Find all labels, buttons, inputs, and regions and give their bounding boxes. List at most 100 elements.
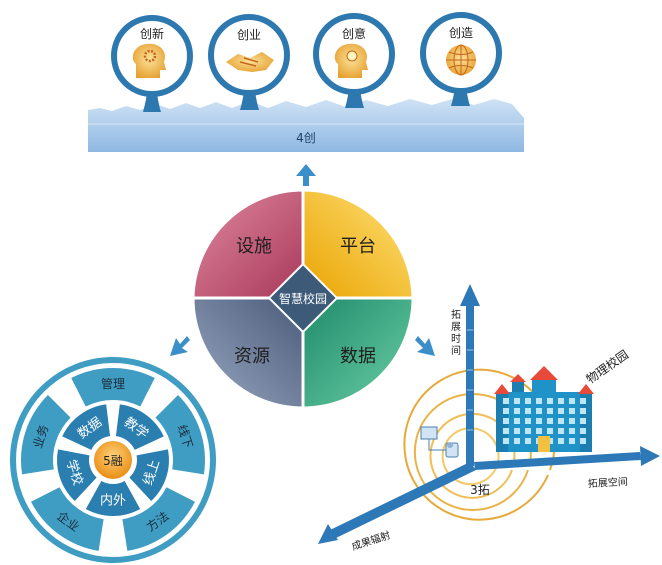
axis-time-char: 展 (451, 321, 461, 333)
axis-time (460, 284, 480, 466)
arrow-down-right-icon (415, 336, 435, 356)
chuangzao-node: 创造 (420, 12, 502, 106)
axis-time-label: 拓展时间 (451, 309, 461, 357)
axis-time-char: 拓 (451, 309, 461, 321)
inner-segment (129, 449, 169, 501)
axis-space-label: 拓展空间 (588, 475, 629, 490)
window (536, 428, 542, 434)
inner-segment (57, 449, 97, 501)
window (514, 408, 520, 414)
base-strip (88, 99, 524, 152)
window (580, 398, 586, 404)
window (547, 428, 553, 434)
window (580, 408, 586, 414)
inner-segment (85, 480, 141, 516)
window (547, 418, 553, 424)
window (503, 428, 509, 434)
axis-radiation (318, 462, 476, 544)
physical-campus-label: 物理校园 (583, 347, 631, 387)
chuangyi-node: 创意 (313, 13, 395, 108)
window (503, 438, 509, 444)
window (558, 408, 564, 414)
window (558, 398, 564, 404)
globe-icon (446, 44, 476, 76)
quadrant-platform (301, 188, 415, 300)
window (514, 428, 520, 434)
inner-segment-label: 内外 (100, 493, 126, 509)
window (580, 418, 586, 424)
window (580, 428, 586, 434)
window (547, 398, 553, 404)
four-chuang-section: 4创 创新 创业 创意 (88, 12, 524, 152)
campus-building-icon (494, 366, 594, 452)
axis-time-char: 间 (451, 344, 461, 357)
quadrant-resources (191, 296, 305, 410)
window (558, 438, 564, 444)
four-chuang-label: 4创 (296, 131, 316, 145)
arrow-up-icon (296, 164, 316, 186)
window (536, 408, 542, 414)
hub (92, 439, 134, 481)
five-rong-wheel: 业务管理线下方法企业 数据教学线上内外学校 5融 (10, 357, 216, 563)
quadrant-data (301, 296, 415, 410)
window (547, 408, 553, 414)
window (514, 398, 520, 404)
five-rong-center: 5融 (103, 454, 123, 468)
window (503, 398, 509, 404)
quadrant-data-label: 数据 (340, 346, 376, 367)
outer-segment (155, 394, 205, 475)
axis-space (474, 446, 660, 470)
window (503, 408, 509, 414)
chuangxin-node: 创新 (111, 15, 193, 112)
center-title: 智慧校园 (279, 291, 327, 306)
window (569, 438, 575, 444)
brain-gear-icon (132, 43, 166, 78)
outer-segment (71, 368, 155, 407)
window (525, 408, 531, 414)
handshake-icon (226, 52, 274, 72)
inner-segment (115, 404, 164, 450)
smart-campus-pie: 智慧校园 设施 平台 资源 数据 (191, 188, 415, 410)
window (569, 428, 575, 434)
window (536, 418, 542, 424)
window (569, 408, 575, 414)
outer-segment-label: 管理 (101, 376, 125, 391)
window (569, 418, 575, 424)
quadrant-facilities-label: 设施 (236, 236, 272, 257)
three-tuo-center: 3拓 (470, 483, 490, 497)
window (536, 398, 542, 404)
outer-segment-label: 业务 (30, 423, 52, 450)
outer-segment (31, 487, 104, 551)
lightbulb-head-icon (334, 43, 368, 78)
chuangye-label: 创业 (237, 28, 261, 42)
window (514, 438, 520, 444)
window (514, 418, 520, 424)
center-diamond (267, 262, 339, 334)
window (525, 418, 531, 424)
chuangye-node: 创业 (208, 14, 290, 110)
inner-segment (62, 404, 111, 450)
chuangxin-label: 创新 (140, 26, 164, 41)
axis-time-char: 时 (451, 333, 461, 345)
network-device-icon (420, 426, 459, 458)
inner-segment-label: 学校 (63, 458, 86, 488)
window (525, 438, 531, 444)
chuangyi-label: 创意 (342, 26, 366, 41)
axis-radiation-label: 成果辐射 (350, 528, 392, 553)
outer-segment (122, 487, 195, 551)
quadrant-resources-label: 资源 (234, 346, 270, 367)
window (503, 418, 509, 424)
quadrant-facilities (191, 188, 305, 300)
window (525, 398, 531, 404)
window (569, 398, 575, 404)
window (580, 438, 586, 444)
window (525, 428, 531, 434)
quadrant-platform-label: 平台 (340, 236, 376, 257)
arrow-down-left-icon (170, 336, 190, 356)
window (558, 418, 564, 424)
outer-segment (21, 394, 71, 475)
svg-text:拓展时间: 拓展时间 (451, 309, 461, 357)
window (558, 428, 564, 434)
chuangzao-label: 创造 (449, 26, 473, 40)
